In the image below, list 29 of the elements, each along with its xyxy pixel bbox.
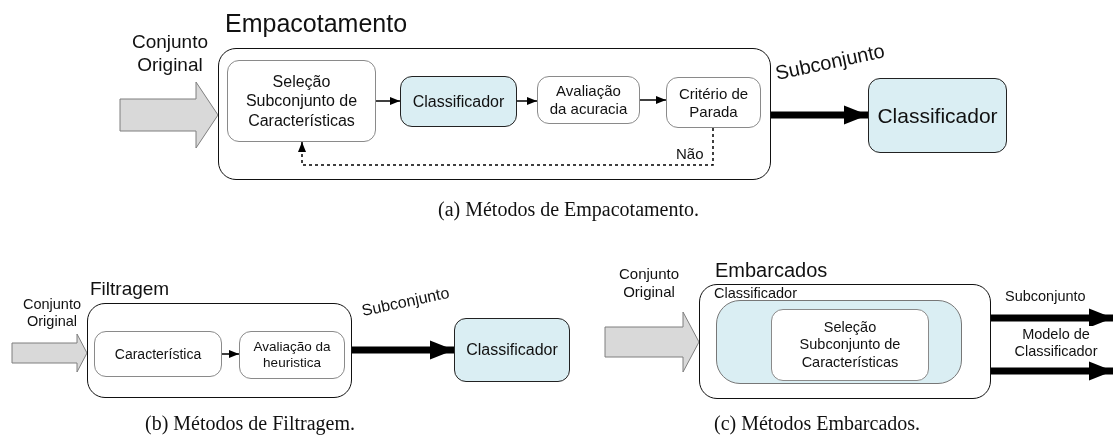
edge-label: Subconjunto [1005,288,1086,305]
edge-label: Subconjunto [360,283,451,321]
classifier-box: Classificador [454,318,570,382]
process-box: Seleção Subconjunto de Características [771,309,929,381]
group-title: Embarcados [715,259,828,281]
arrow [221,350,240,358]
input-label: Conjunto Original [120,28,220,80]
classifier-box: Classificador [868,78,1007,153]
arrow [516,97,538,105]
input-label: Conjunto Original [12,290,92,336]
arrow [375,97,401,105]
block-arrow [119,81,219,149]
process-box: Característica [94,331,222,377]
caption: (c) Métodos Embarcados. [714,412,921,435]
group-title: Filtragem [90,279,170,300]
input-label: Conjunto Original [605,260,693,306]
arrow [298,127,714,166]
block-arrow [11,333,88,373]
block-arrow [604,311,700,373]
caption: (a) Métodos de Empacotamento. [438,198,700,221]
classifier-box: Classificador [400,76,517,127]
process-box: Seleção Subconjunto de Características [227,60,376,142]
group-title: Classificador [714,286,797,302]
caption: (b) Métodos de Filtragem. [145,412,355,435]
arrow [639,96,667,104]
process-box: Avaliação da acuracia [537,76,640,124]
process-box: Critério de Parada [666,77,761,128]
process-box: Avaliação da heuristica [239,331,345,379]
group-title: Empacotamento [225,10,408,38]
